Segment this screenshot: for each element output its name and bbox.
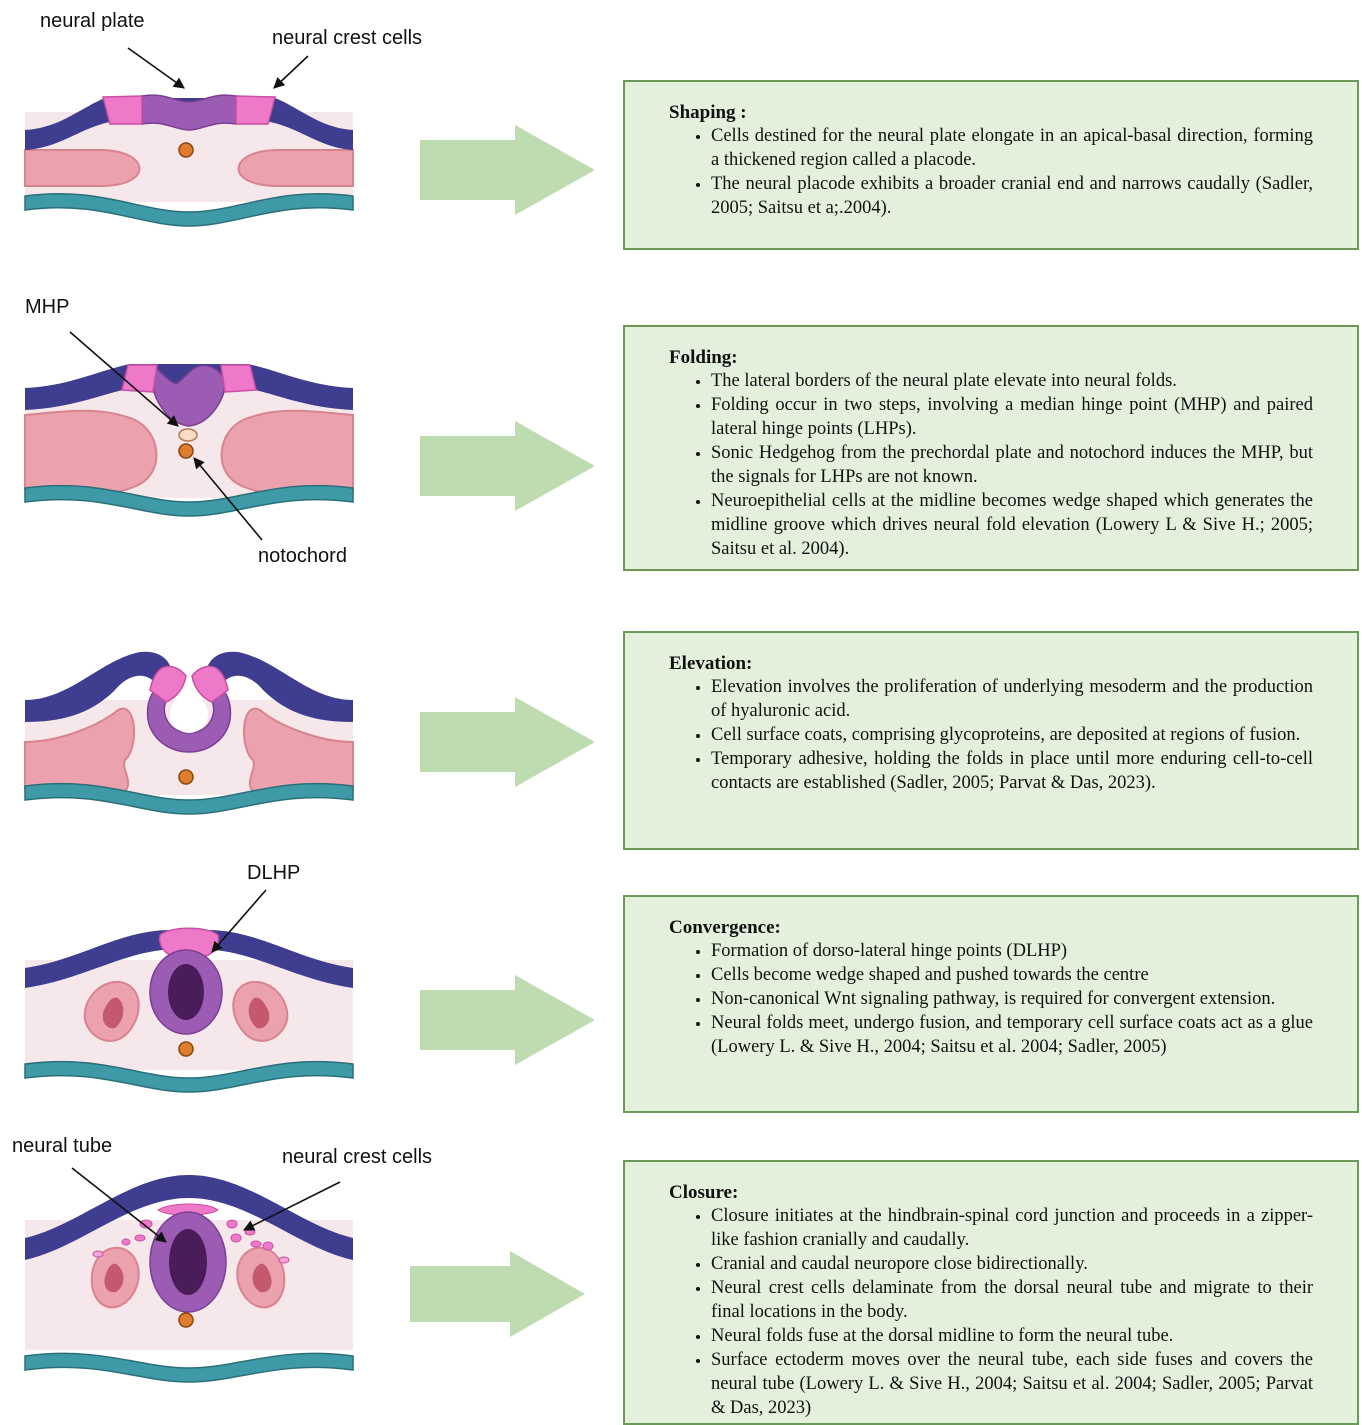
bullet: Closure initiates at the hindbrain-spina… [711, 1204, 1313, 1252]
stage-box-shaping: Shaping : Cells destined for the neural … [623, 80, 1359, 250]
stage-bullets: Closure initiates at the hindbrain-spina… [669, 1204, 1313, 1420]
label-notochord: notochord [258, 545, 347, 568]
bullet: Sonic Hedgehog from the prechordal plate… [711, 441, 1313, 489]
bullet: Elevation involves the proliferation of … [711, 675, 1313, 723]
neural-tube-lumen [168, 964, 204, 1020]
stage-box-elevation: Elevation: Elevation involves the prolif… [623, 631, 1359, 850]
bullet: Neuroepithelial cells at the midline bec… [711, 489, 1313, 561]
stage-2-illustration [25, 364, 353, 516]
stage-title: Convergence: [669, 917, 1313, 939]
stage-bullets: Cells destined for the neural plate elon… [669, 124, 1313, 220]
stage-box-folding: Folding: The lateral borders of the neur… [623, 325, 1359, 571]
bullet: Non-canonical Wnt signaling pathway, is … [711, 987, 1313, 1011]
bullet: Neural crest cells delaminate from the d… [711, 1276, 1313, 1324]
bullet: Neural folds fuse at the dorsal midline … [711, 1324, 1313, 1348]
bullet: Folding occur in two steps, involving a … [711, 393, 1313, 441]
notochord [179, 143, 193, 157]
stage-title: Shaping : [669, 102, 1313, 124]
mhp-cell [179, 429, 197, 441]
neural-crest-left [103, 96, 142, 124]
notochord [179, 444, 193, 458]
neural-crest-right [221, 365, 256, 392]
pointer-neural-plate [128, 48, 184, 88]
bullet: Formation of dorso-lateral hinge points … [711, 939, 1313, 963]
notochord [179, 770, 193, 784]
stage-title: Folding: [669, 347, 1313, 369]
mesoderm-right [222, 411, 353, 495]
mesoderm-right [239, 150, 353, 186]
stage-box-closure: Closure: Closure initiates at the hindbr… [623, 1160, 1359, 1425]
bullet: Cell surface coats, comprising glycoprot… [711, 723, 1313, 747]
label-neural-crest-cells-bottom: neural crest cells [282, 1146, 432, 1169]
stage-1-illustration [25, 95, 353, 226]
bullet: Temporary adhesive, holding the folds in… [711, 747, 1313, 795]
notochord [179, 1042, 193, 1056]
neural-groove [170, 695, 208, 733]
endoderm-layer [25, 1353, 353, 1382]
stage-bullets: The lateral borders of the neural plate … [669, 369, 1313, 561]
stage-4-illustration [25, 928, 353, 1092]
bullet: Cells become wedge shaped and pushed tow… [711, 963, 1313, 987]
stage-bullets: Formation of dorso-lateral hinge points … [669, 939, 1313, 1059]
mesoderm-left [25, 150, 139, 186]
stage-3-illustration [25, 652, 353, 814]
label-neural-tube: neural tube [12, 1135, 112, 1158]
stage-title: Elevation: [669, 653, 1313, 675]
label-neural-crest-cells-top: neural crest cells [272, 27, 422, 50]
stage-5-illustration [25, 1175, 353, 1382]
arrow-stage-1 [420, 125, 595, 215]
stage-box-convergence: Convergence: Formation of dorso-lateral … [623, 895, 1359, 1113]
mesoderm-left [25, 411, 156, 495]
bullet: Cranial and caudal neuropore close bidir… [711, 1252, 1313, 1276]
neural-crest-left [122, 365, 157, 392]
notochord [179, 1313, 193, 1327]
neural-crest-right [236, 96, 275, 124]
label-mhp: MHP [25, 296, 69, 319]
bullet: The neural placode exhibits a broader cr… [711, 172, 1313, 220]
arrow-stage-5 [410, 1251, 585, 1337]
neural-tube-lumen [169, 1229, 207, 1295]
stage-bullets: Elevation involves the proliferation of … [669, 675, 1313, 795]
bullet: The lateral borders of the neural plate … [711, 369, 1313, 393]
bullet: Neural folds meet, undergo fusion, and t… [711, 1011, 1313, 1059]
label-neural-plate: neural plate [40, 10, 145, 33]
label-dlhp: DLHP [247, 862, 300, 885]
arrow-stage-4 [420, 975, 595, 1065]
arrow-stage-2 [420, 421, 595, 511]
bullet: Cells destined for the neural plate elon… [711, 124, 1313, 172]
stage-title: Closure: [669, 1182, 1313, 1204]
bullet: Surface ectoderm moves over the neural t… [711, 1348, 1313, 1420]
pointer-neural-crest-top [274, 56, 308, 88]
arrow-stage-3 [420, 697, 595, 787]
